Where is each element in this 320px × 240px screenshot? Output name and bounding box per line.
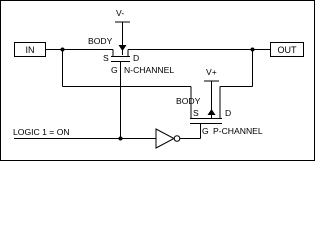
output-port: OUT (270, 42, 304, 57)
n-channel-fet: V- BODY S D G N-CHANNEL (88, 8, 174, 139)
nfet-body-arrow-icon (118, 45, 127, 51)
pfet-type-label: P-CHANNEL (213, 126, 263, 136)
inverter-bubble-icon (173, 135, 181, 142)
input-port: IN (14, 42, 46, 57)
nfet-drain-label: D (133, 53, 139, 63)
p-channel-fet: V+ BODY S D G P-CHANNEL (176, 67, 263, 139)
output-port-label: OUT (278, 45, 298, 55)
pfet-rail-label: V+ (206, 67, 217, 77)
inverter-icon (155, 128, 176, 149)
logic-control-label: LOGIC 1 = ON (13, 127, 70, 137)
nfet-type-label: N-CHANNEL (124, 65, 174, 75)
nfet-source-label: S (103, 53, 109, 63)
pfet-drain-label: D (225, 108, 231, 118)
input-port-label: IN (26, 45, 35, 55)
logic-control: LOGIC 1 = ON (13, 127, 201, 149)
pfet-body-label: BODY (176, 96, 201, 106)
pfet-gate-label: G (202, 126, 209, 136)
gate-junction-dot (118, 136, 123, 141)
schematic-canvas: IN OUT V- BODY S D G N-CHANNEL (0, 0, 315, 161)
pfet-body-arrow-icon (207, 109, 216, 115)
nfet-gate-label: G (111, 65, 118, 75)
diagram-frame (0, 0, 315, 161)
pfet-source-label: S (193, 108, 199, 118)
analog-switch-diagram: IN OUT V- BODY S D G N-CHANNEL (0, 0, 315, 161)
nfet-rail-label: V- (116, 8, 124, 18)
signal-wires (45, 47, 270, 87)
nfet-body-label: BODY (88, 36, 113, 46)
